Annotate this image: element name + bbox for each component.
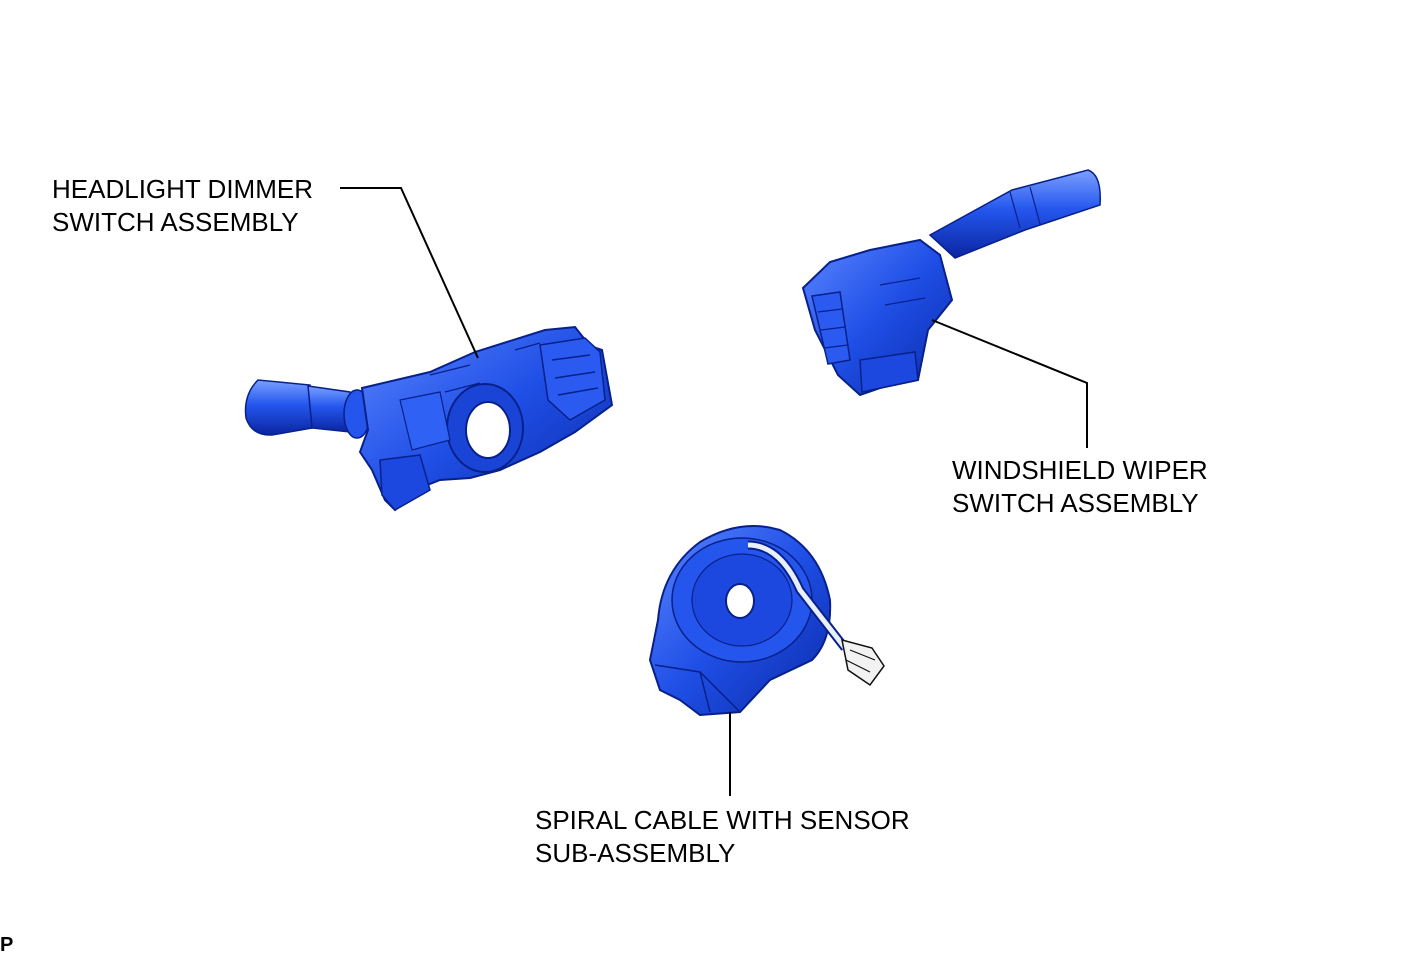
headlight-dimmer-label: HEADLIGHT DIMMER SWITCH ASSEMBLY [52,173,313,239]
headlight-dimmer-label-line1: HEADLIGHT DIMMER [52,174,313,204]
spiral-cable-label-line1: SPIRAL CABLE WITH SENSOR [535,805,910,835]
windshield-wiper-label: WINDSHIELD WIPER SWITCH ASSEMBLY [952,454,1208,520]
spiral-cable-label: SPIRAL CABLE WITH SENSOR SUB-ASSEMBLY [535,804,910,870]
spiral-cable-sub-assembly [648,525,885,717]
spiral-cable-label-line2: SUB-ASSEMBLY [535,838,736,868]
windshield-wiper-label-line1: WINDSHIELD WIPER [952,455,1208,485]
corner-mark: P [0,934,14,956]
headlight-dimmer-switch-assembly [244,325,614,512]
windshield-wiper-label-line2: SWITCH ASSEMBLY [952,488,1199,518]
leader-line-wiper [931,319,1088,448]
headlight-dimmer-label-line2: SWITCH ASSEMBLY [52,207,299,237]
windshield-wiper-switch-assembly [801,169,1101,397]
leader-line-headlight [340,187,479,359]
